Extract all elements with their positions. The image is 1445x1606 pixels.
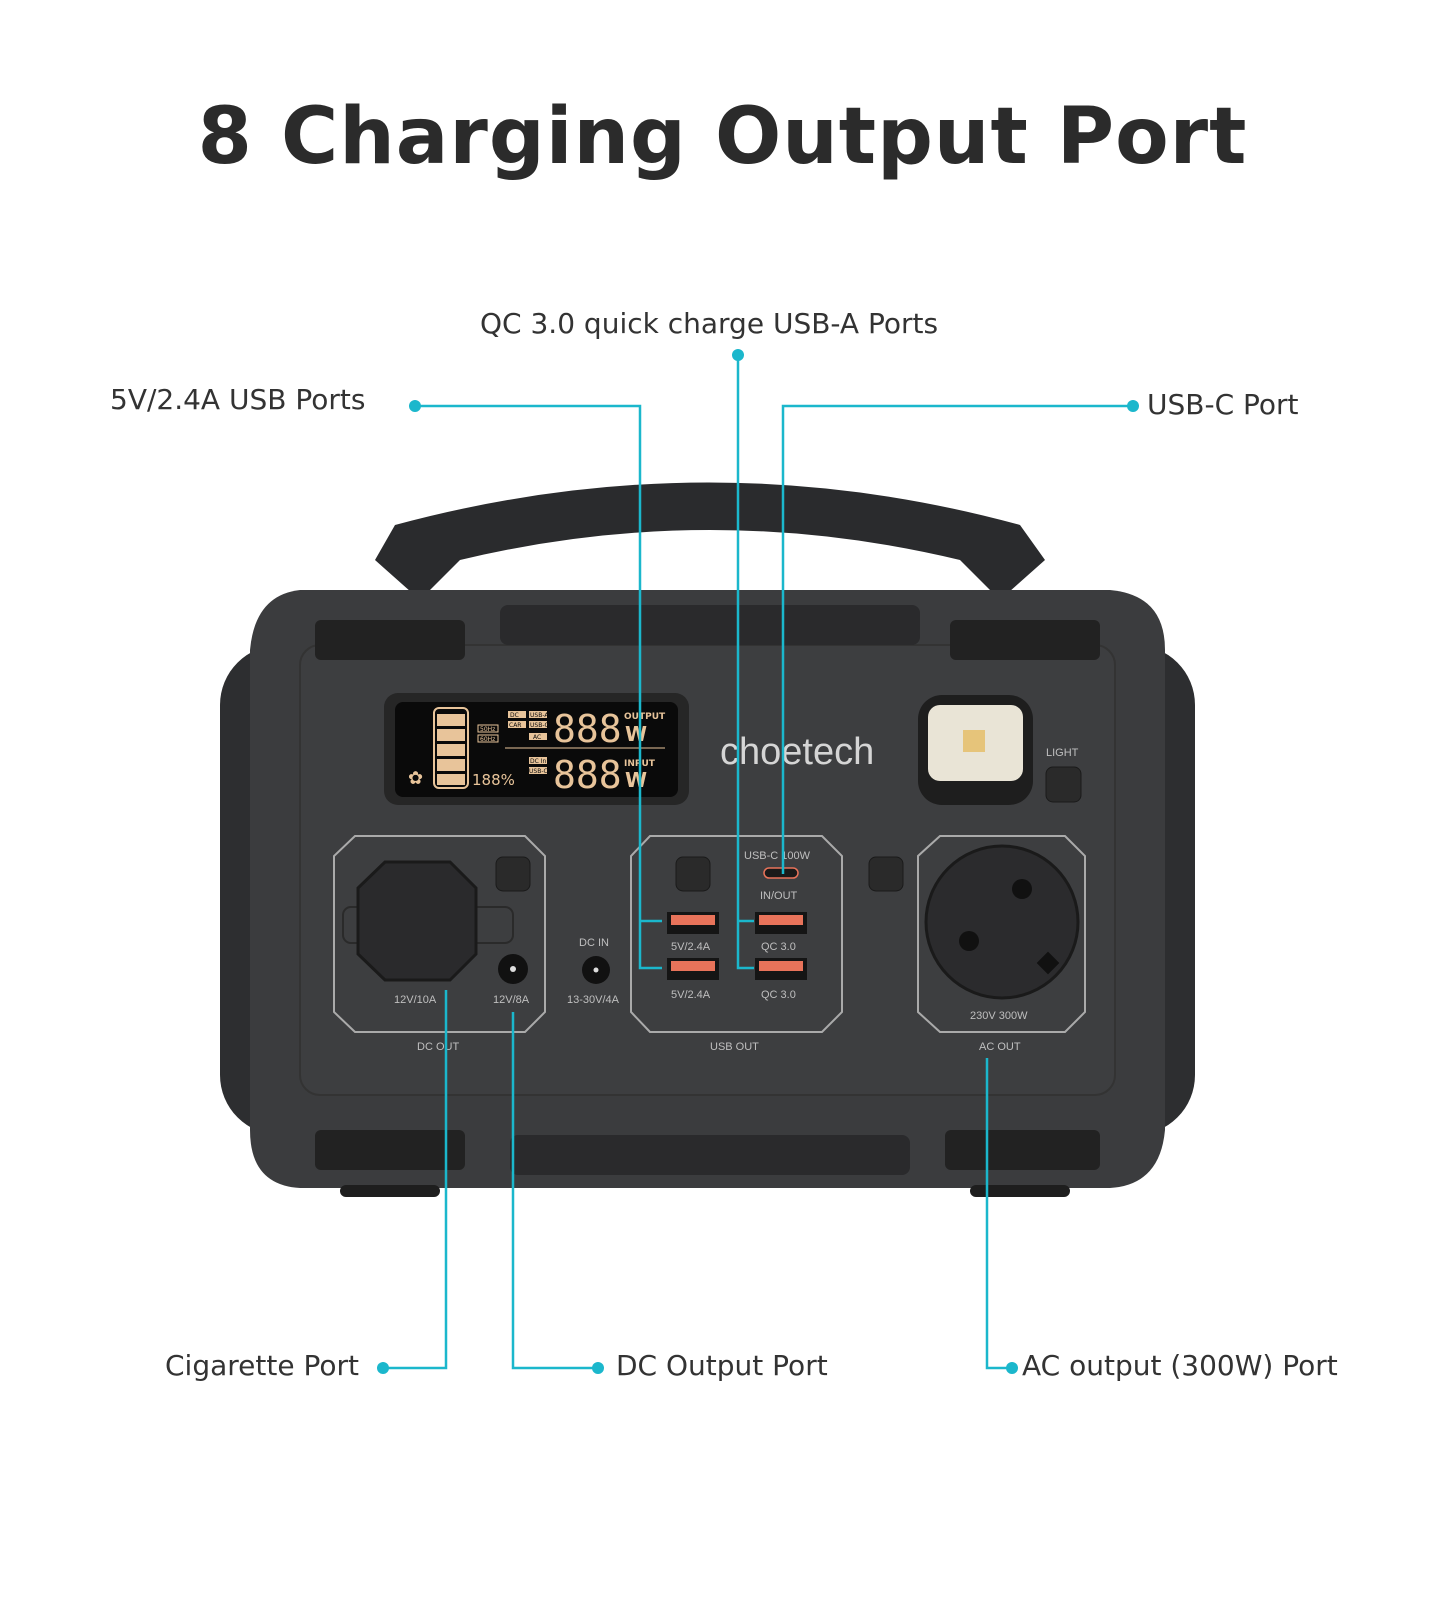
dc-spec: 12V/8A xyxy=(493,994,530,1006)
battery-icon xyxy=(433,707,469,789)
callout-ac-output: AC output (300W) Port xyxy=(1022,1349,1338,1382)
tag-dc: DC xyxy=(510,712,519,719)
usb-out-button[interactable] xyxy=(675,856,711,892)
usb-out-panel xyxy=(630,835,843,1033)
callout-line-qc xyxy=(736,355,754,970)
page-title: 8 Charging Output Port xyxy=(197,92,1248,182)
lcd-display: ✿ 188% DC USB-A CAR USB-C AC 50Hz 60Hz D… xyxy=(384,693,689,805)
dc-out-panel xyxy=(333,835,546,1033)
cigarette-port[interactable] xyxy=(356,860,478,982)
usb-a-port-5v-2[interactable] xyxy=(667,958,719,980)
tag-ac: AC xyxy=(533,734,541,741)
led-light xyxy=(918,695,1033,805)
battery-percent: 188% xyxy=(472,771,515,789)
usb-out-label: USB OUT xyxy=(710,1041,759,1053)
output-label: OUTPUT xyxy=(624,712,666,722)
callout-line-dc xyxy=(511,1012,598,1370)
ac-out-panel xyxy=(917,835,1086,1033)
ac-out-button[interactable] xyxy=(868,856,904,892)
usbc-spec: USB-C 100W xyxy=(744,850,811,862)
callout-dot xyxy=(1127,400,1139,412)
tag-usb-a: USB-A xyxy=(530,712,549,719)
usb-a-port-5v-1[interactable] xyxy=(667,912,719,934)
ac-spec: 230V 300W xyxy=(970,1010,1028,1022)
callout-lines xyxy=(383,355,1133,1370)
brand-logo: choetech xyxy=(720,731,874,773)
usb-5v-spec-2: 5V/2.4A xyxy=(671,989,711,1001)
callout-usbc: USB-C Port xyxy=(1147,388,1299,421)
callout-line-cigarette xyxy=(383,990,448,1370)
tag-usb-c-in: USB-C In xyxy=(529,768,555,775)
callout-dot xyxy=(409,400,421,412)
callout-dot xyxy=(592,1362,604,1374)
input-unit: W xyxy=(625,768,647,792)
tag-usb-c: USB-C xyxy=(530,722,549,729)
callout-dc-output: DC Output Port xyxy=(616,1349,828,1382)
output-unit: W xyxy=(625,722,647,746)
callout-line-usbc xyxy=(781,404,1133,874)
cig-spec: 12V/10A xyxy=(394,994,437,1006)
ac-socket[interactable] xyxy=(924,844,1080,1000)
tag-60hz: 60Hz xyxy=(480,736,495,743)
carry-handle xyxy=(375,482,1045,600)
light-button[interactable] xyxy=(1045,766,1082,803)
callout-dot xyxy=(1006,1362,1018,1374)
usb-a-port-qc-1[interactable] xyxy=(755,912,807,934)
dc-in-label: DC IN xyxy=(579,937,609,949)
tag-50hz: 50Hz xyxy=(480,726,495,733)
callout-line-ac xyxy=(985,1058,1012,1370)
callout-line-5v xyxy=(415,404,662,970)
callout-dot xyxy=(377,1362,389,1374)
tag-dc-in: DC In xyxy=(530,758,546,765)
callout-cigarette: Cigarette Port xyxy=(165,1349,359,1382)
dc-out-button[interactable] xyxy=(495,856,531,892)
callout-5v-usb: 5V/2.4A USB Ports xyxy=(110,383,366,416)
usbc-inout: IN/OUT xyxy=(760,890,798,902)
ac-out-label: AC OUT xyxy=(979,1041,1021,1053)
qc-spec-1: QC 3.0 xyxy=(761,941,796,953)
usb-a-port-qc-2[interactable] xyxy=(755,958,807,980)
light-label: LIGHT xyxy=(1046,747,1079,759)
usb-c-port[interactable] xyxy=(763,867,799,879)
fan-icon: ✿ xyxy=(408,768,423,789)
callout-qc: QC 3.0 quick charge USB-A Ports xyxy=(480,307,939,340)
output-digits: 888 xyxy=(553,707,622,751)
tag-car: CAR xyxy=(509,722,521,729)
dc-out-label: DC OUT xyxy=(417,1041,459,1053)
dc-in-spec: 13-30V/4A xyxy=(567,994,620,1006)
input-digits: 888 xyxy=(553,753,622,797)
callout-dot xyxy=(732,349,744,361)
qc-spec-2: QC 3.0 xyxy=(761,989,796,1001)
usb-5v-spec-1: 5V/2.4A xyxy=(671,941,711,953)
